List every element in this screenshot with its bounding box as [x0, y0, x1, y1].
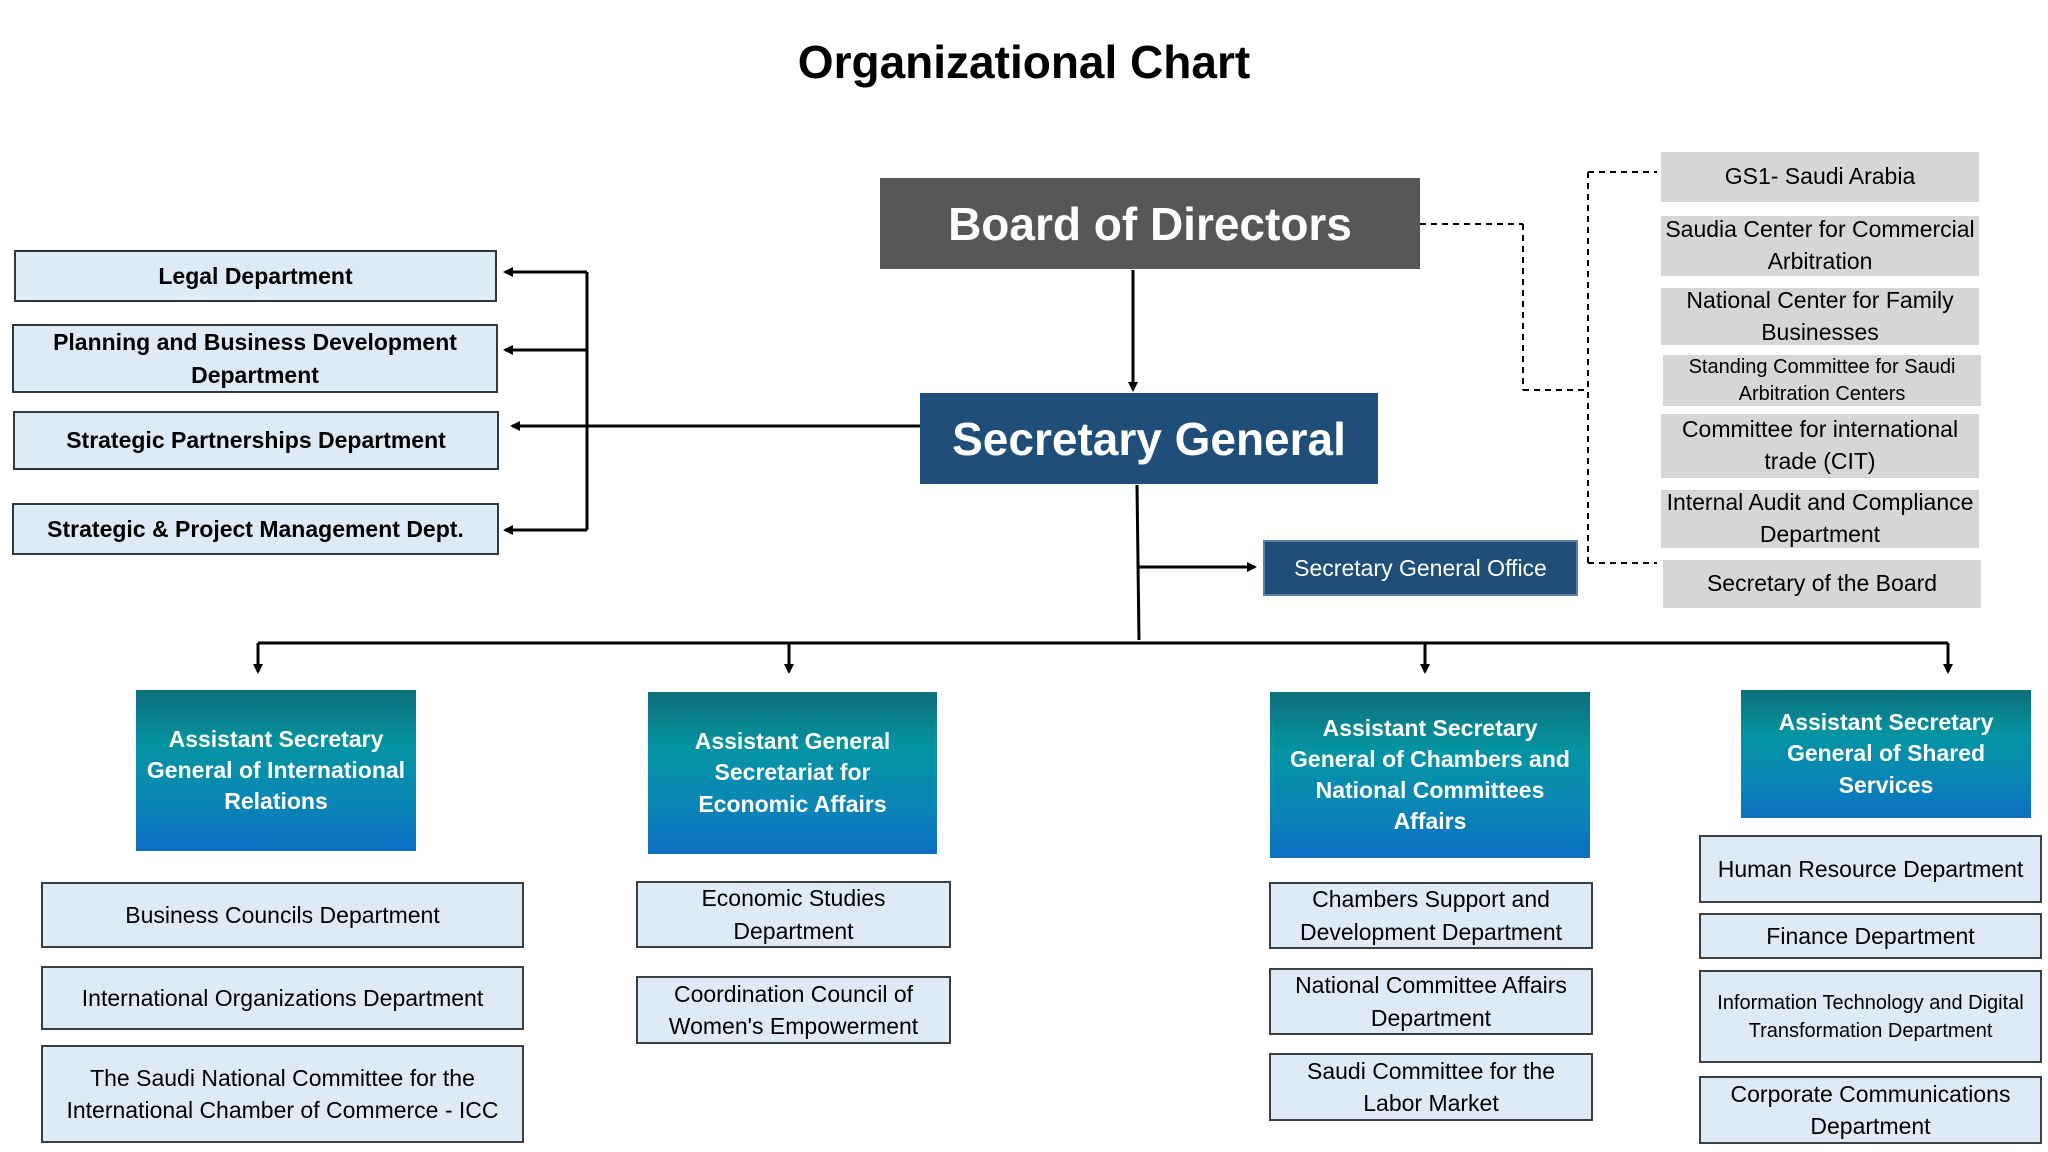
gs1-saudi-arabia-box: GS1- Saudi Arabia	[1661, 152, 1979, 202]
family-businesses-box: National Center for Family Businesses	[1661, 287, 1979, 345]
asst-economic-affairs-box: Assistant General Secretariat for Econom…	[648, 692, 937, 854]
secretary-of-board-box: Secretary of the Board	[1663, 560, 1981, 608]
dashed-affiliate-lines	[1420, 171, 1657, 564]
chart-title: Organizational Chart	[797, 36, 1251, 88]
national-committee-affairs-box: National Committee Affairs Department	[1269, 968, 1593, 1035]
labor-market-committee-box: Saudi Committee for the Labor Market	[1269, 1053, 1593, 1121]
sg-to-bottom-line	[1135, 484, 1141, 641]
it-digital-transformation-box: Information Technology and Digital Trans…	[1699, 970, 2042, 1063]
asst-international-relations-box: Assistant Secretary General of Internati…	[136, 690, 416, 851]
commercial-arbitration-box: Saudia Center for Commercial Arbitration	[1661, 216, 1979, 276]
asst-shared-services-box: Assistant Secretary General of Shared Se…	[1741, 690, 2031, 818]
cit-box: Committee for international trade (CIT)	[1661, 414, 1979, 478]
planning-department-box: Planning and Business Development Depart…	[12, 324, 498, 393]
legal-department-box: Legal Department	[14, 250, 497, 302]
secretary-general-office-box: Secretary General Office	[1263, 540, 1578, 596]
board-of-directors-box: Board of Directors	[880, 178, 1420, 269]
womens-empowerment-box: Coordination Council of Women's Empowerm…	[636, 976, 951, 1044]
human-resource-box: Human Resource Department	[1699, 835, 2042, 903]
secretary-general-box: Secretary General	[920, 393, 1378, 484]
internal-audit-box: Internal Audit and Compliance Department	[1661, 489, 1979, 548]
arbitration-centers-box: Standing Committee for Saudi Arbitration…	[1663, 355, 1981, 406]
icc-committee-box: The Saudi National Committee for the Int…	[41, 1045, 524, 1143]
strategic-partnerships-box: Strategic Partnerships Department	[13, 411, 499, 470]
business-councils-box: Business Councils Department	[41, 882, 524, 948]
international-organizations-box: International Organizations Department	[41, 966, 524, 1030]
chambers-support-box: Chambers Support and Development Departm…	[1269, 882, 1593, 949]
finance-department-box: Finance Department	[1699, 913, 2042, 959]
economic-studies-box: Economic Studies Department	[636, 881, 951, 948]
corporate-communications-box: Corporate Communications Department	[1699, 1076, 2042, 1144]
project-management-box: Strategic & Project Management Dept.	[12, 503, 499, 555]
asst-chambers-box: Assistant Secretary General of Chambers …	[1270, 692, 1590, 858]
